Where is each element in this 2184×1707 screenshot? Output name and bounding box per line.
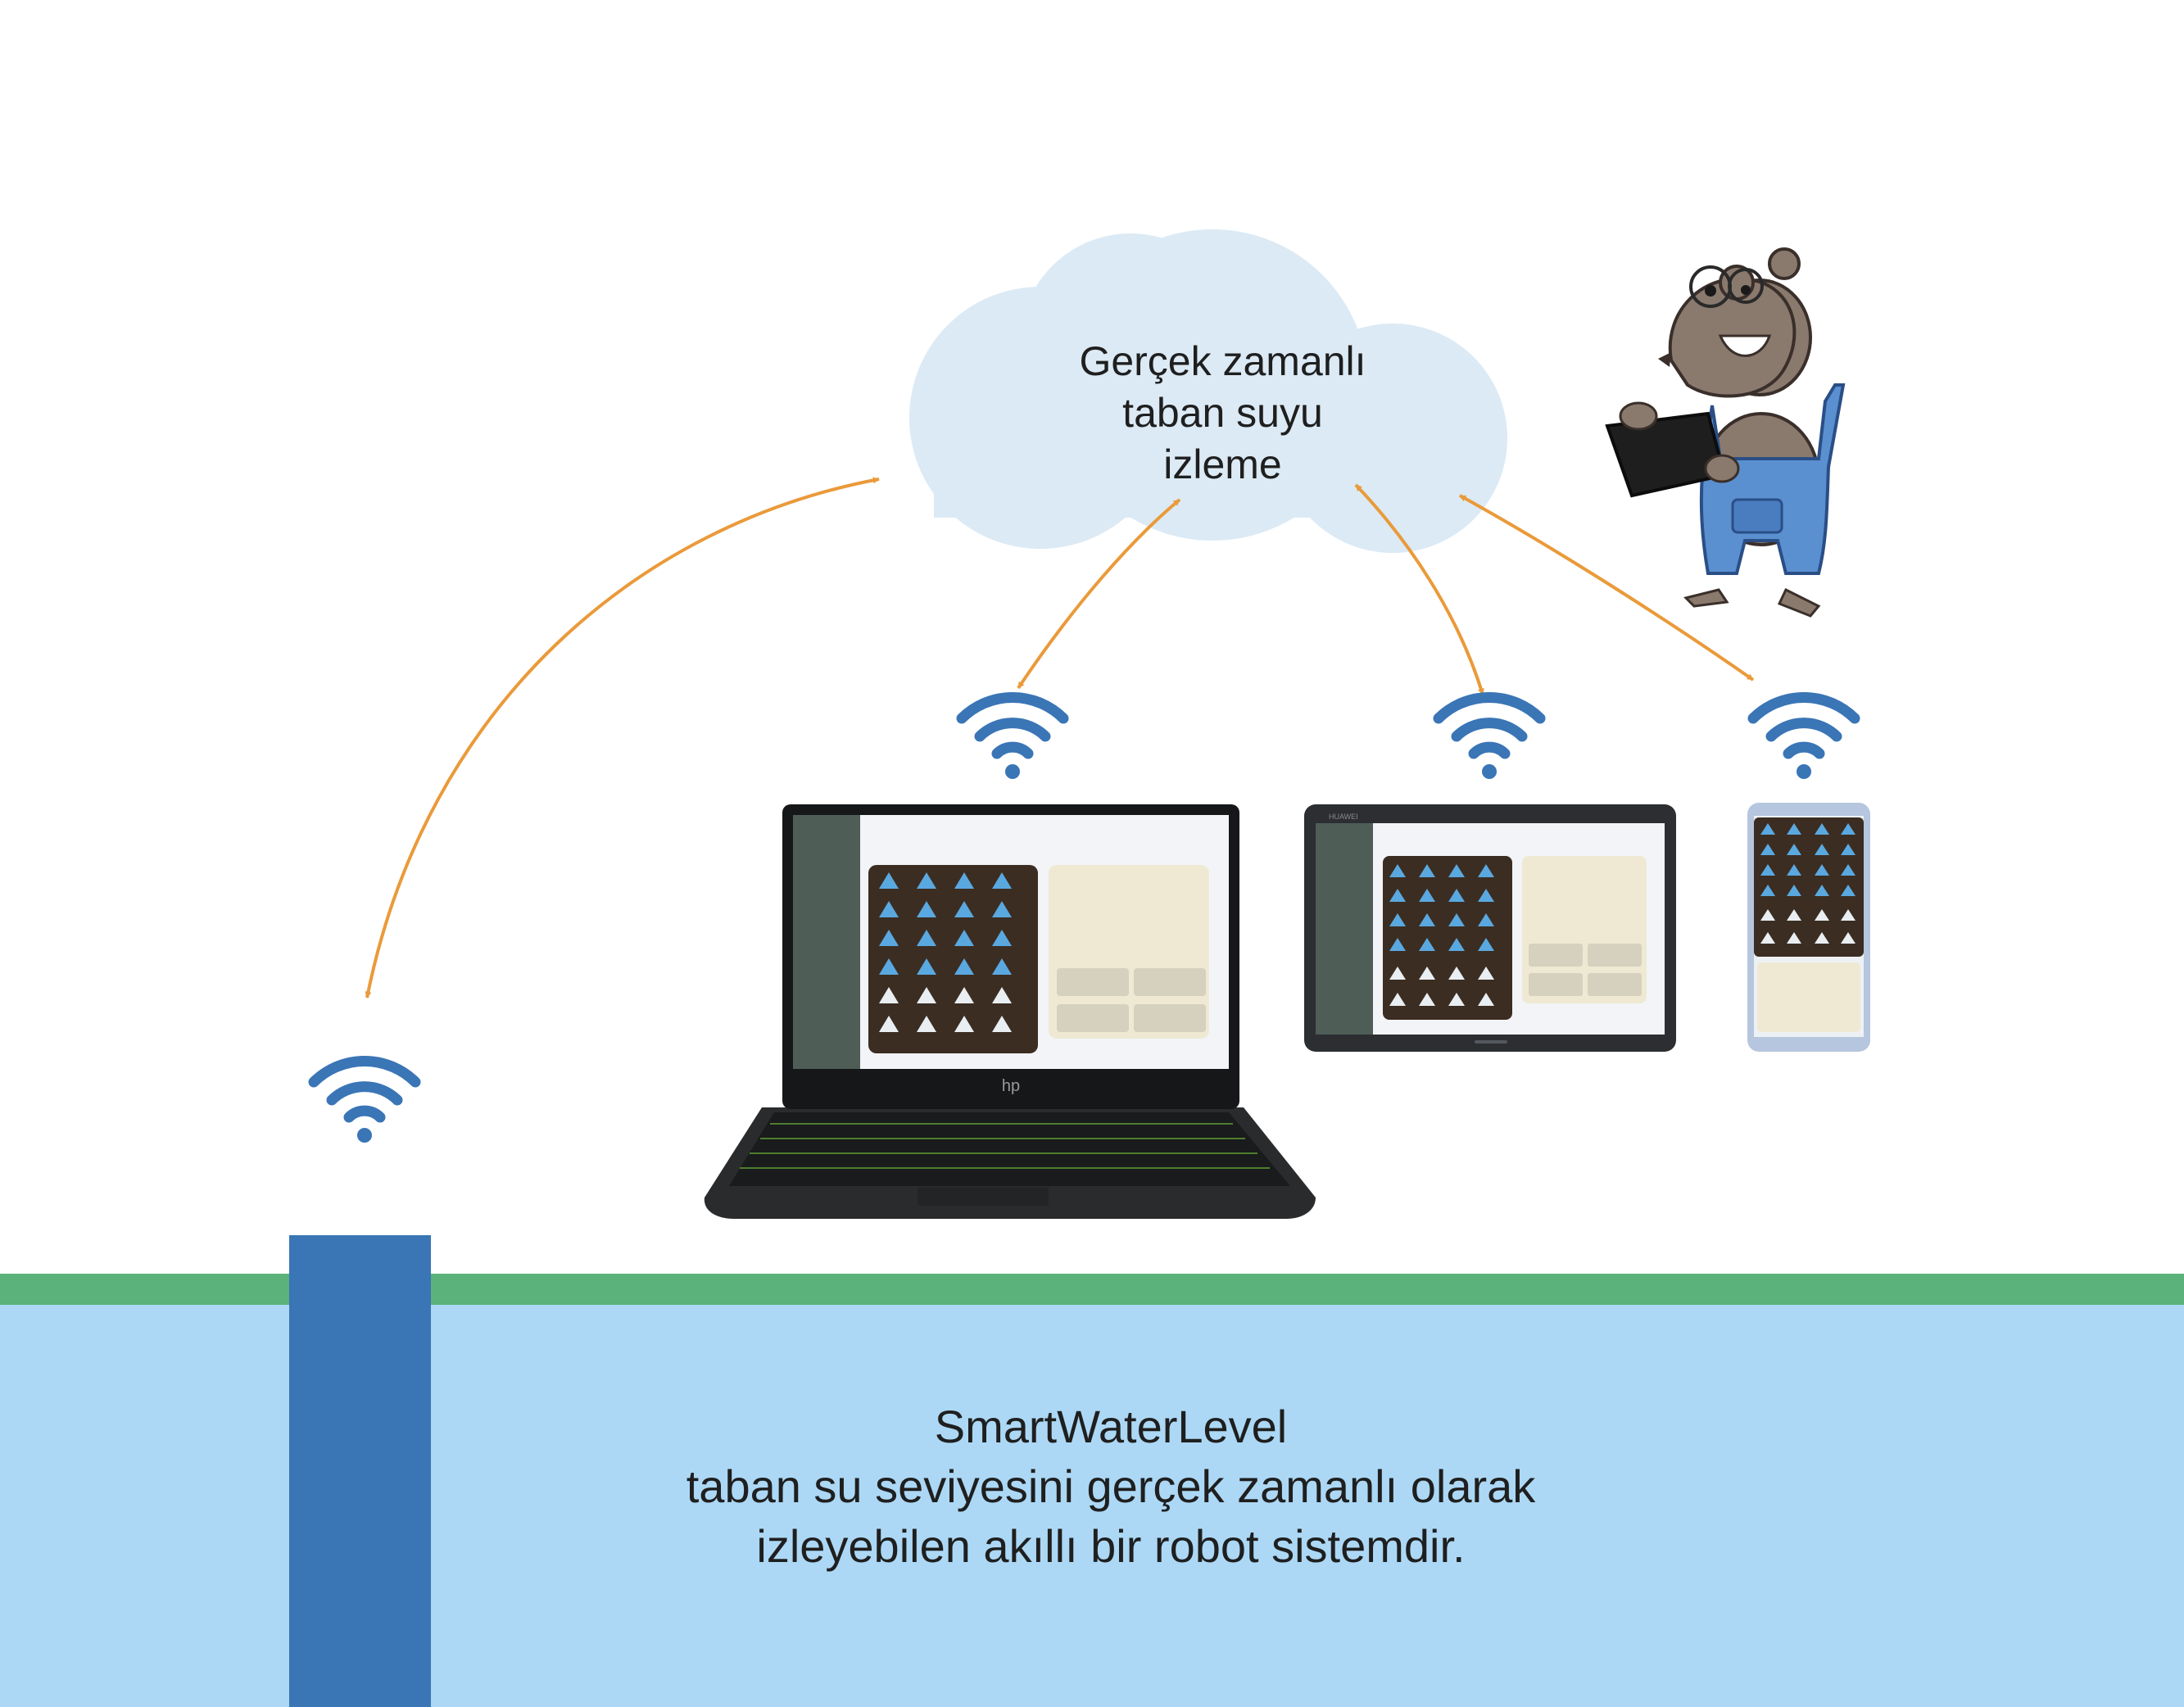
arrow-laptop-cloud — [1017, 498, 1181, 690]
laptop-logo: hp — [1002, 1077, 1020, 1095]
caption-line: izleyebilen akıllı bir robot sistemdir. — [756, 1520, 1466, 1572]
wifi-icon — [1753, 697, 1855, 779]
wifi-icon — [314, 1061, 415, 1143]
tablet: HUAWEI — [1304, 804, 1676, 1052]
cloud-label-line: Gerçek zamanlı — [1079, 338, 1366, 384]
wifi-icon — [1439, 697, 1540, 779]
arrow-phone-cloud — [1459, 494, 1755, 681]
cloud-label-line: izleme — [1163, 441, 1282, 487]
caption-line: taban su seviyesini gerçek zamanlı olara… — [686, 1460, 1536, 1512]
caption-line: SmartWaterLevel — [934, 1401, 1288, 1452]
water-drop-icon — [879, 872, 1012, 1032]
tablet-brand: HUAWEI — [1329, 813, 1358, 821]
arrow-well-cloud — [365, 477, 880, 998]
phone — [1747, 803, 1870, 1052]
cloud-label: Gerçek zamanlı taban suyu izleme — [1020, 336, 1425, 491]
cloud-label-line: taban suyu — [1122, 390, 1323, 436]
mole-mascot — [1605, 247, 1846, 618]
wifi-icon — [962, 697, 1063, 779]
system-caption: SmartWaterLevel taban su seviyesini gerç… — [573, 1397, 1648, 1576]
well-sensor-pipe — [289, 1235, 431, 1707]
laptop: hp — [704, 804, 1316, 1219]
connection-arrows — [365, 477, 1755, 998]
cloud-shape — [909, 229, 1507, 553]
